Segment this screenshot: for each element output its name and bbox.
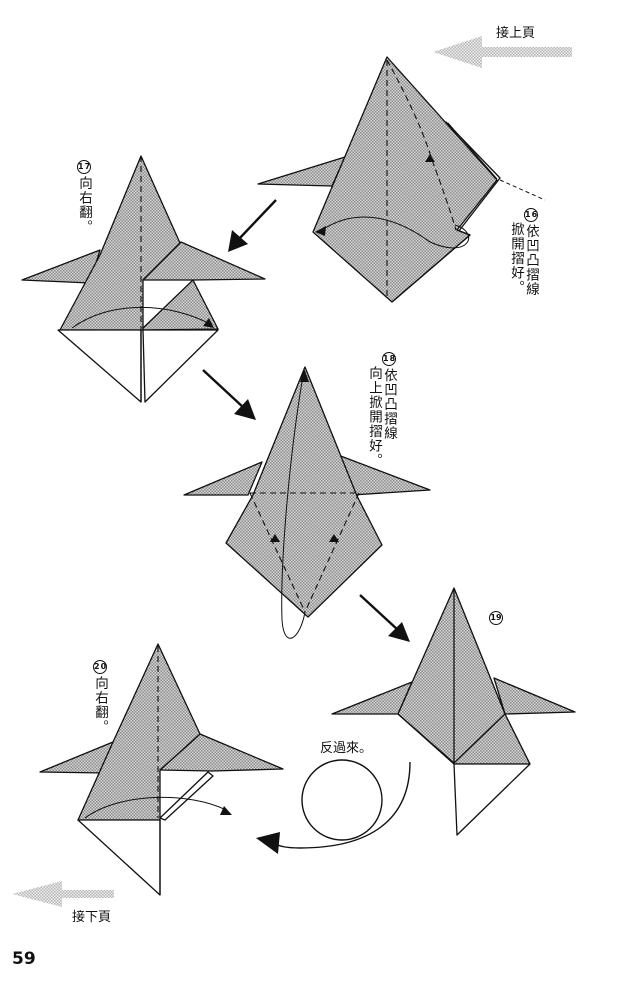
step-19-number: 19 — [489, 611, 503, 625]
step-16-instruction: 16依凹凸摺線 掀開摺好。 — [508, 208, 539, 297]
step-20-number: 20 — [93, 660, 107, 674]
next-page-arrow-icon[interactable] — [12, 881, 114, 907]
step-17-figure — [21, 155, 266, 403]
step-18-instruction: 18依凹凸摺線 向上掀開摺好。 — [366, 352, 397, 468]
step-20-instruction: 20向右翻。 — [92, 660, 108, 734]
step-18-figure — [183, 366, 431, 639]
step-20-figure — [39, 643, 284, 896]
step-19-figure — [331, 587, 576, 836]
step-18-number: 18 — [382, 352, 396, 366]
prev-page-arrow-icon[interactable] — [433, 36, 572, 68]
step-16-number: 16 — [524, 208, 538, 222]
page-number: 59 — [12, 949, 36, 969]
next-page-label[interactable]: 接下頁 — [72, 910, 112, 925]
arrow-18-to-19-icon — [359, 594, 410, 642]
step-19-label: 19 — [489, 605, 503, 627]
arrow-17-to-18-icon — [202, 369, 256, 420]
flip-over-arrow-icon — [256, 759, 411, 854]
flip-instruction: 反過來。 — [320, 741, 373, 756]
step-16-figure — [257, 56, 546, 303]
arrow-16-to-17-icon — [228, 199, 277, 252]
step-17-instruction: 17向右翻。 — [76, 160, 92, 234]
prev-page-label[interactable]: 接上頁 — [496, 26, 536, 41]
step-17-number: 17 — [77, 160, 91, 174]
